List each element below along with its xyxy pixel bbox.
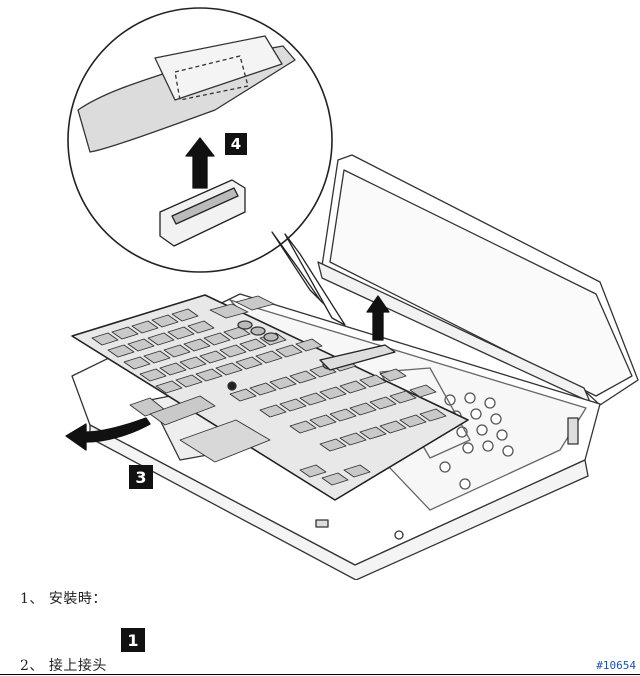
bottom-rule	[0, 674, 640, 675]
slide-arrow-icon	[65, 417, 151, 451]
keyboard	[71, 294, 469, 501]
keyboard-removal-illustration	[65, 7, 639, 580]
step-1-badge: 1	[121, 628, 145, 652]
lift-arrow-icon	[185, 137, 215, 189]
figure-id-tag: #10654	[596, 659, 636, 672]
lift-arrow-small-icon	[366, 295, 390, 341]
step-4-badge: 4	[225, 133, 247, 155]
keyboard-cable	[319, 344, 396, 371]
instruction-step-2: 2、 接上接头	[20, 658, 107, 674]
step-3-badge: 3	[129, 465, 153, 489]
instruction-step-1: 1、 安裝時：	[20, 591, 107, 607]
laptop-lid	[317, 154, 639, 406]
